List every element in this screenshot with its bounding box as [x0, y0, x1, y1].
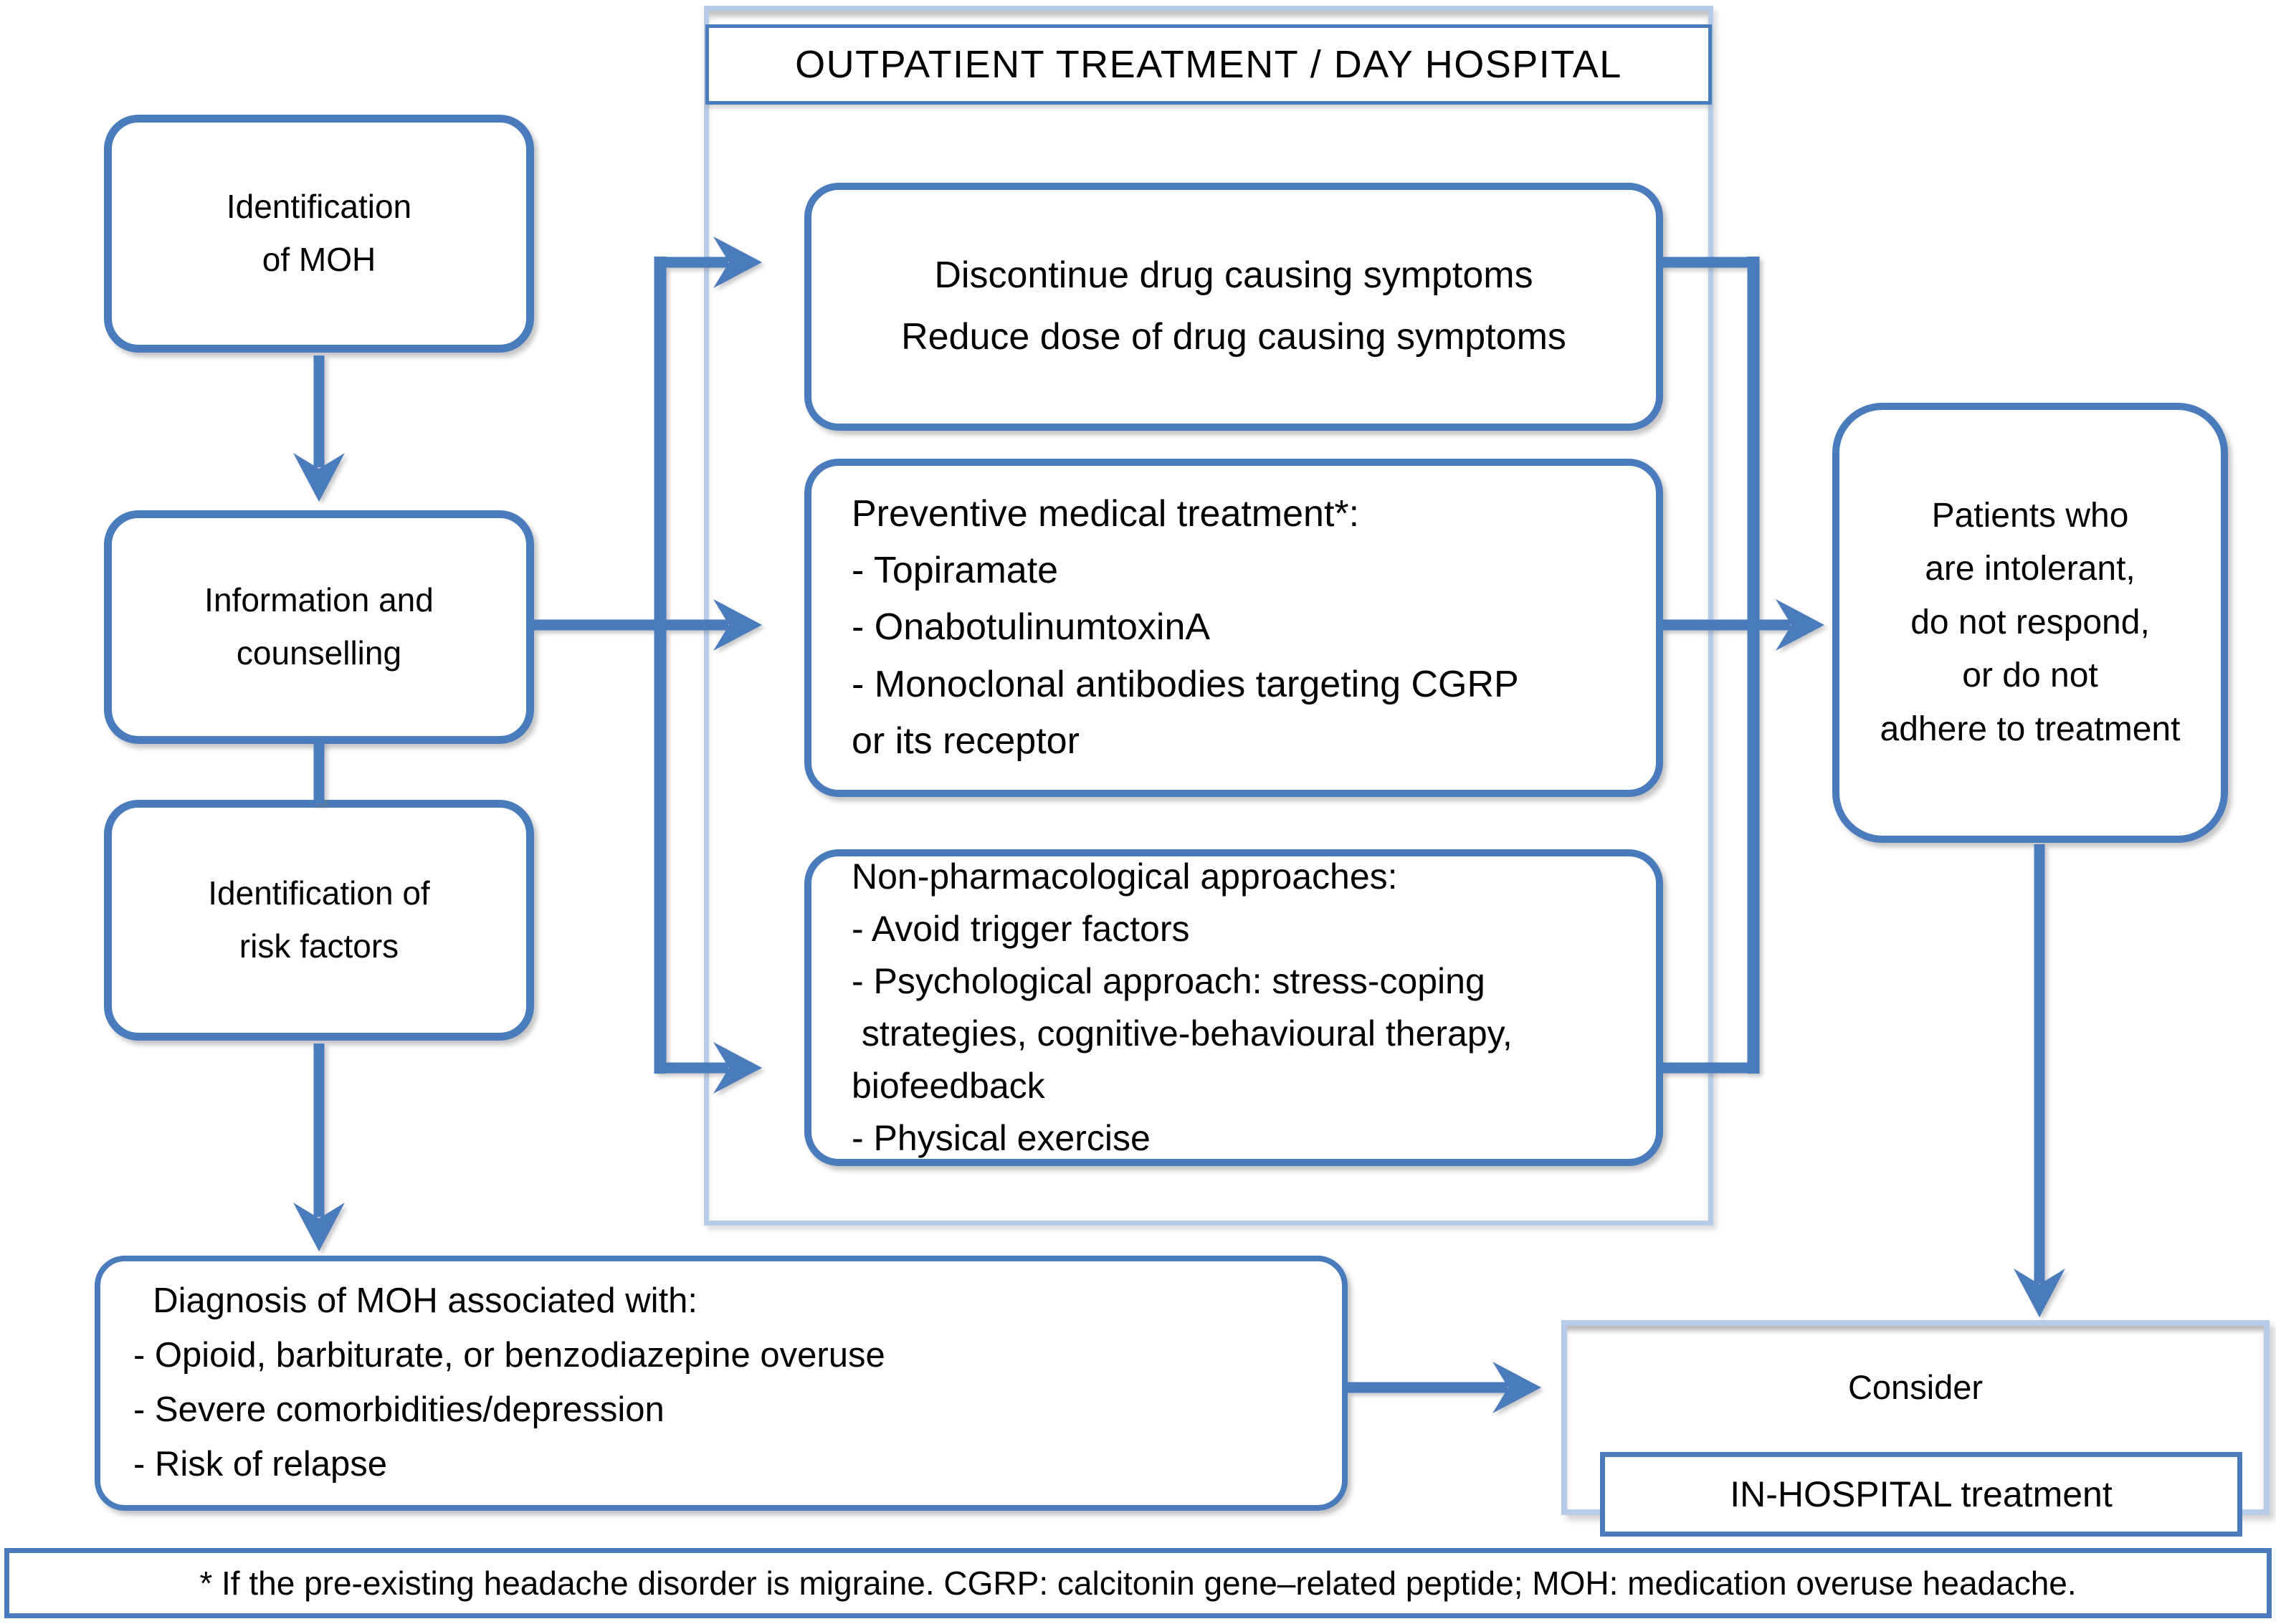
arrow-patients-to-consider-head	[2014, 1269, 2065, 1317]
node-identification-risk-factors: Identification of risk factors	[104, 800, 534, 1041]
arrow-to-patients-head	[1776, 599, 1824, 651]
node-preventive-treatment: Preventive medical treatment*: - Topiram…	[804, 459, 1663, 797]
node-information-counselling: Information and counselling	[104, 510, 534, 744]
arrow-risk-to-diagnosis-head	[293, 1203, 345, 1251]
node-diagnosis-of-moh: Diagnosis of MOH associated with: - Opio…	[95, 1256, 1348, 1511]
node-non-pharmacological: Non-pharmacological approaches: - Avoid …	[804, 849, 1663, 1166]
arrow-diagnosis-to-consider-head	[1492, 1362, 1541, 1413]
arrow-moh-to-information-head	[293, 453, 345, 502]
footnote-bar: * If the pre-existing headache disorder …	[4, 1548, 2272, 1618]
outpatient-title-box: OUTPATIENT TREATMENT / DAY HOSPITAL	[705, 24, 1712, 105]
consider-label: Consider	[1847, 1368, 1984, 1406]
node-identification-of-moh: Identification of MOH	[104, 115, 534, 353]
node-patients-intolerant: Patients who are intolerant, do not resp…	[1832, 403, 2228, 843]
node-discontinue-drug: Discontinue drug causing symptoms Reduce…	[804, 183, 1663, 431]
outpatient-title: OUTPATIENT TREATMENT / DAY HOSPITAL	[795, 43, 1622, 86]
node-in-hospital-treatment: IN-HOSPITAL treatment	[1600, 1452, 2242, 1537]
